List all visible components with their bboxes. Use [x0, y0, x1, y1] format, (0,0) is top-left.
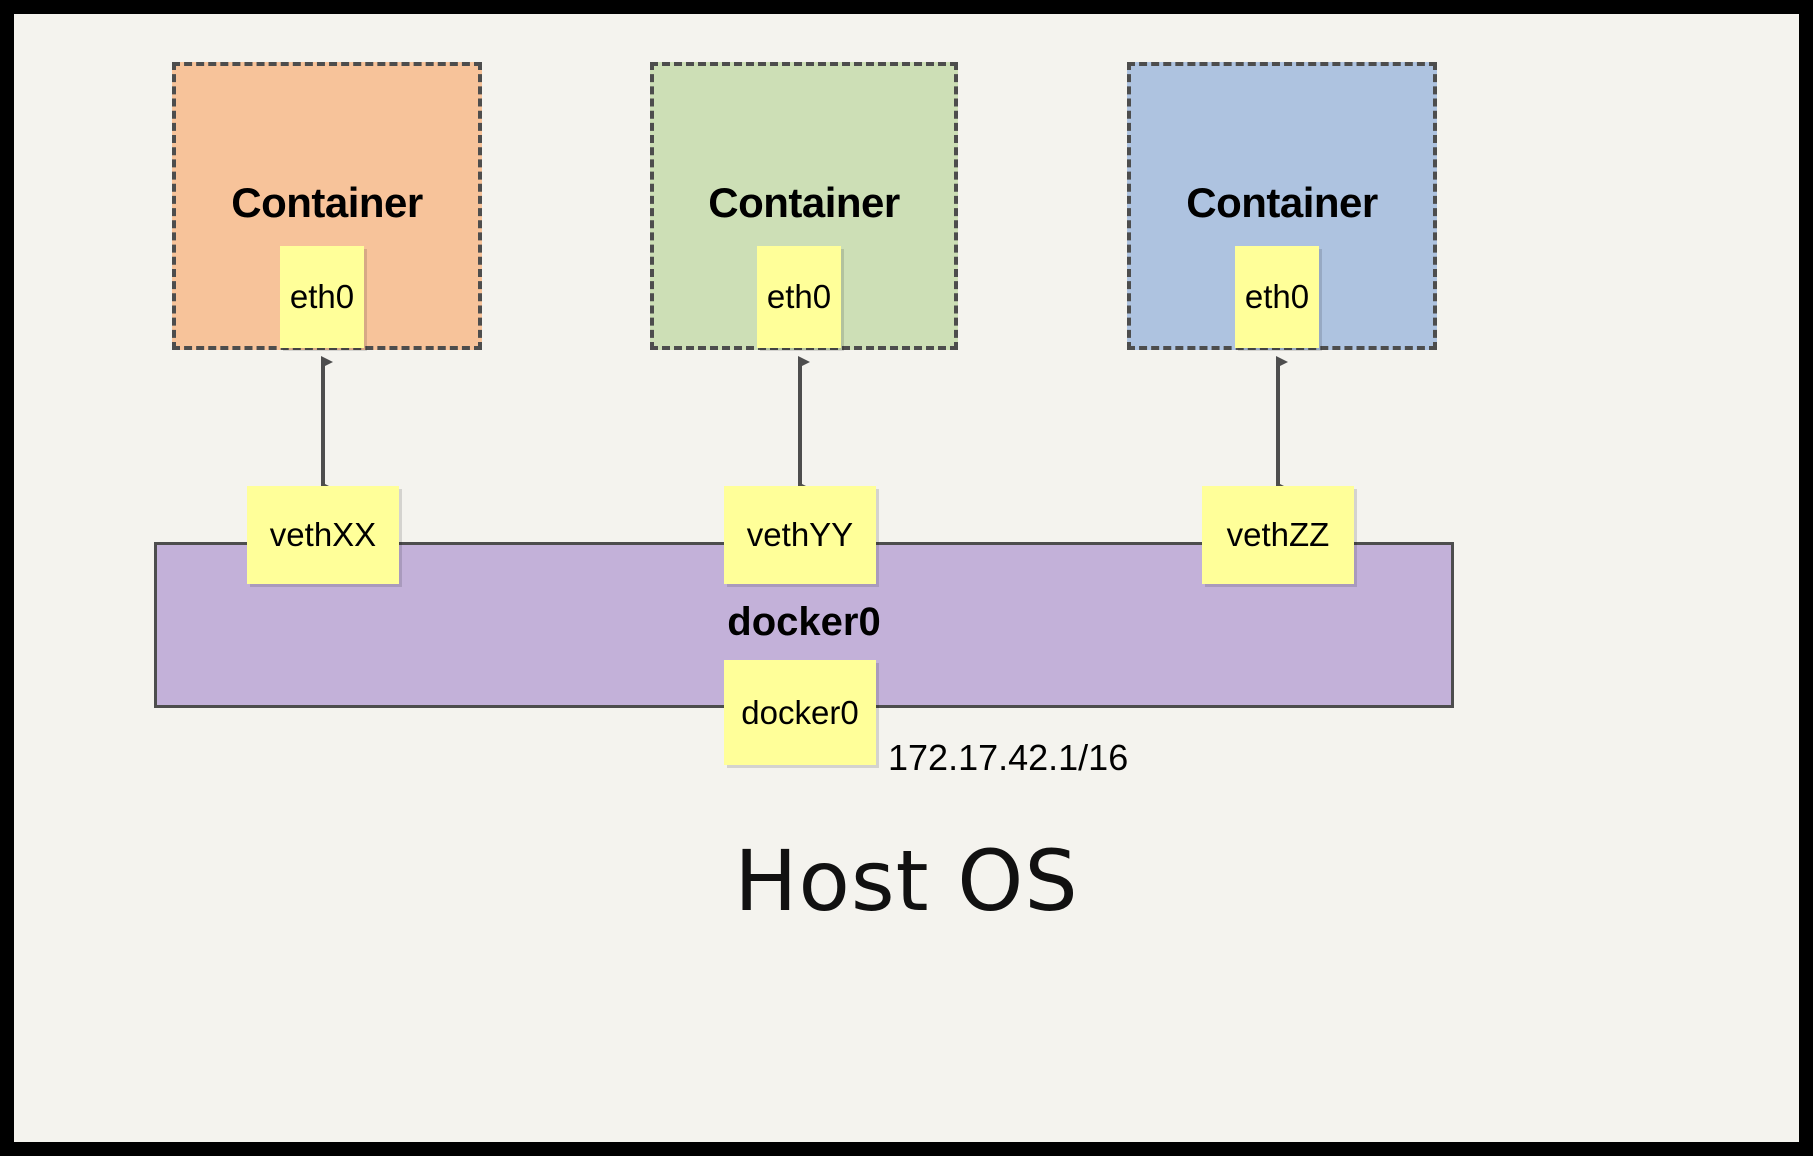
container-box-3 [1127, 62, 1437, 350]
docker0-port-box: docker0 [724, 660, 876, 765]
veth-box-xx: vethXX [247, 486, 399, 584]
eth0-box-2: eth0 [757, 246, 841, 348]
veth-box-zz: vethZZ [1202, 486, 1354, 584]
container-title-2: Container [708, 179, 900, 226]
veth-box-yy: vethYY [724, 486, 876, 584]
host-os-title: Host OS [734, 832, 1079, 930]
eth0-box-3: eth0 [1235, 246, 1319, 348]
arrow-eth0-to-vethyy [798, 356, 810, 494]
arrow-eth0-to-vethxx [321, 356, 333, 494]
container-title-1: Container [231, 179, 423, 226]
arrow-eth0-to-vethzz [1276, 356, 1288, 494]
docker0-ip-label: 172.17.42.1/16 [888, 737, 1129, 778]
container-title-3: Container [1186, 179, 1378, 226]
eth0-box-1: eth0 [280, 246, 364, 348]
docker0-bridge-label: docker0 [727, 600, 881, 644]
